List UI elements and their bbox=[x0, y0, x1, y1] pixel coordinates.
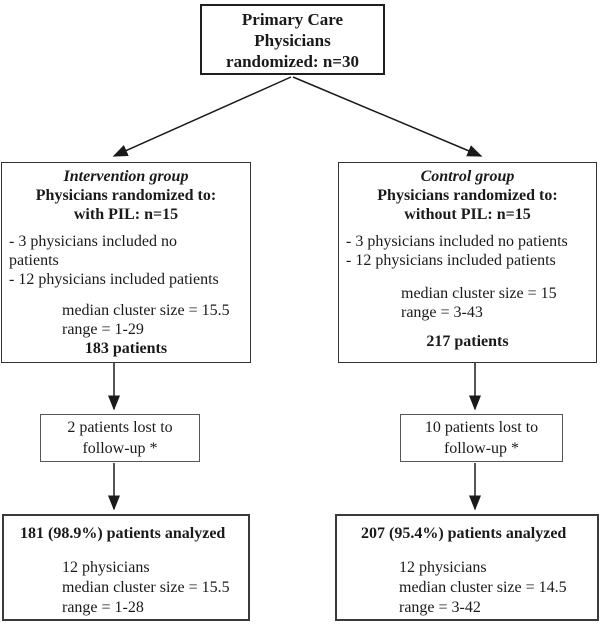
intervention-total: 183 patients bbox=[84, 340, 168, 357]
lost-line: follow-up * bbox=[443, 440, 520, 457]
control-heading-line: Physicians randomized to: bbox=[377, 187, 558, 204]
intervention-group-title: Intervention group bbox=[63, 168, 189, 185]
intervention-bullets: - 3 physicians included no patients - 12… bbox=[6, 232, 246, 289]
stat-line: range = 1-29 bbox=[62, 321, 144, 338]
lost-line: 10 patients lost to bbox=[424, 419, 539, 436]
control-stats: median cluster size = 15 range = 3-43 bbox=[401, 284, 592, 322]
arrow-top-to-control bbox=[292, 76, 483, 157]
intervention-heading: Intervention group Physicians randomized… bbox=[6, 167, 246, 224]
bullet-line: - 12 physicians included patients bbox=[346, 252, 556, 269]
lost-to-followup-right-box: 10 patients lost to follow-up * bbox=[400, 414, 563, 462]
analyzed-right-title: 207 (95.4%) patients analyzed bbox=[361, 525, 567, 542]
bullet-line: - 12 physicians included patients bbox=[9, 271, 219, 288]
intervention-box: Intervention group Physicians randomized… bbox=[1, 162, 251, 363]
stat-line: median cluster size = 14.5 bbox=[399, 579, 567, 596]
bullet-line: patients bbox=[9, 252, 59, 269]
intervention-heading-line: with PIL: n=15 bbox=[73, 206, 179, 223]
control-heading-line: without PIL: n=15 bbox=[404, 206, 531, 223]
stat-line: range = 3-42 bbox=[399, 599, 481, 616]
lost-to-followup-left-box: 2 patients lost to follow-up * bbox=[40, 414, 200, 462]
top-box-line: Physicians bbox=[254, 31, 331, 50]
stat-line: 12 physicians bbox=[62, 559, 150, 576]
stat-line: median cluster size = 15 bbox=[401, 285, 557, 302]
bullet-line: - 3 physicians included no bbox=[9, 233, 177, 250]
stat-line: median cluster size = 15.5 bbox=[62, 579, 230, 596]
control-bullets: - 3 physicians included no patients - 12… bbox=[343, 232, 592, 270]
bullet-line: - 3 physicians included no patients bbox=[346, 233, 568, 250]
analyzed-left-box: 181 (98.9%) patients analyzed 12 physici… bbox=[2, 514, 250, 621]
lost-line: 2 patients lost to bbox=[67, 419, 173, 436]
analyzed-right-box: 207 (95.4%) patients analyzed 12 physici… bbox=[335, 514, 599, 621]
lost-line: follow-up * bbox=[82, 440, 158, 457]
control-box: Control group Physicians randomized to: … bbox=[338, 162, 597, 363]
analyzed-left-stats: 12 physicians median cluster size = 15.5… bbox=[62, 558, 248, 618]
stat-line: range = 1-28 bbox=[62, 599, 144, 616]
arrow-top-to-intervention bbox=[112, 76, 292, 157]
stat-line: range = 3-43 bbox=[401, 304, 483, 321]
intervention-stats: median cluster size = 15.5 range = 1-29 bbox=[62, 301, 246, 339]
top-box-line: randomized: n=30 bbox=[226, 52, 359, 71]
stat-line: median cluster size = 15.5 bbox=[62, 302, 230, 319]
control-group-title: Control group bbox=[420, 168, 515, 185]
top-box-line: Primary Care bbox=[241, 10, 344, 29]
control-total: 217 patients bbox=[426, 333, 509, 350]
control-heading: Control group Physicians randomized to: … bbox=[343, 167, 592, 224]
analyzed-left-title: 181 (98.9%) patients analyzed bbox=[20, 525, 226, 542]
top-box: Primary Care Physicians randomized: n=30 bbox=[200, 4, 385, 75]
intervention-heading-line: Physicians randomized to: bbox=[35, 187, 217, 204]
analyzed-right-stats: 12 physicians median cluster size = 14.5… bbox=[399, 558, 597, 618]
stat-line: 12 physicians bbox=[399, 559, 487, 576]
